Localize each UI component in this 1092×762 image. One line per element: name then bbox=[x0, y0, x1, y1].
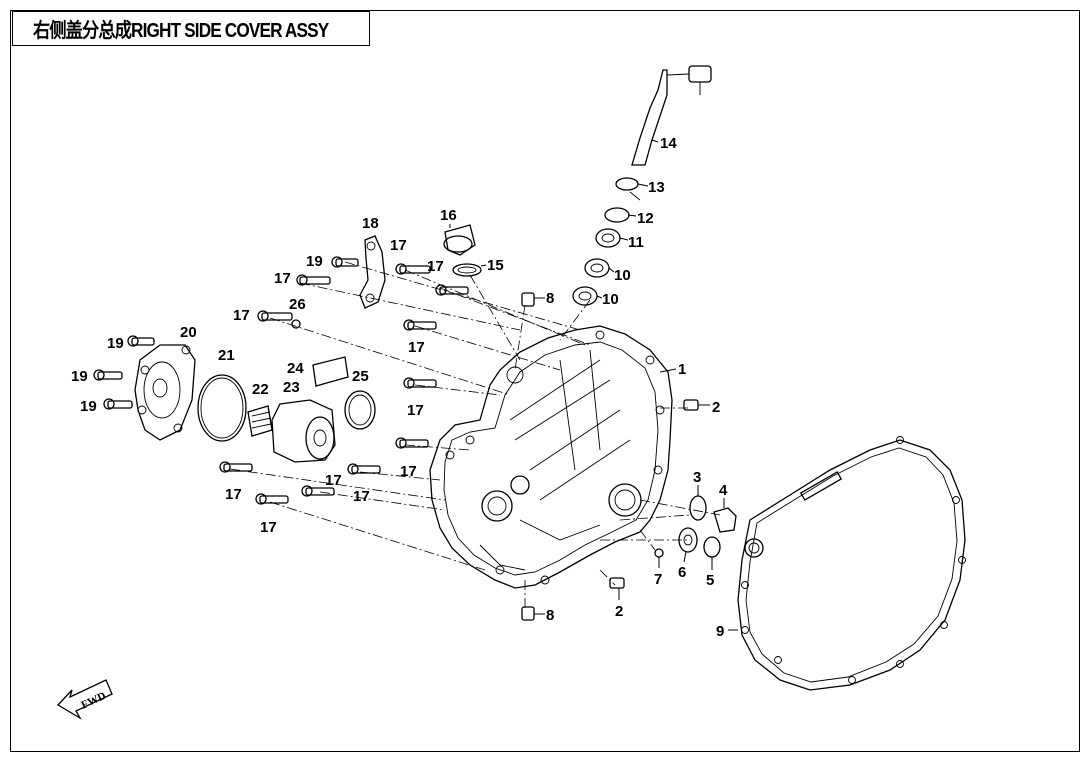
callout-5: 5 bbox=[706, 572, 714, 589]
callout-8b: 8 bbox=[546, 607, 554, 624]
title-box: 右侧盖分总成RIGHT SIDE COVER ASSY bbox=[12, 11, 370, 46]
callout-17a: 17 bbox=[274, 270, 291, 287]
callout-6: 6 bbox=[678, 564, 686, 581]
cover-gasket bbox=[737, 436, 966, 691]
leader-lines bbox=[449, 139, 738, 631]
alignment-lines bbox=[229, 261, 721, 610]
fwd-label: FWD bbox=[79, 690, 107, 712]
filter-spring bbox=[247, 405, 273, 437]
callout-19d: 19 bbox=[80, 398, 97, 415]
callout-25: 25 bbox=[352, 368, 369, 385]
callout-8a: 8 bbox=[546, 290, 554, 307]
mounting-bracket bbox=[359, 235, 386, 309]
callout-2b: 2 bbox=[615, 603, 623, 620]
callout-10b: 10 bbox=[602, 291, 619, 308]
callout-24: 24 bbox=[287, 360, 304, 377]
callout-12: 12 bbox=[637, 210, 654, 227]
callout-2a: 2 bbox=[712, 399, 720, 416]
right-side-cover bbox=[429, 325, 673, 589]
drawing-frame bbox=[10, 10, 1080, 752]
callout-1: 1 bbox=[678, 361, 686, 378]
callout-19b: 19 bbox=[107, 335, 124, 352]
callout-22: 22 bbox=[252, 381, 269, 398]
callout-17g: 17 bbox=[400, 463, 417, 480]
callout-15: 15 bbox=[487, 257, 504, 274]
callout-17d: 17 bbox=[233, 307, 250, 324]
callout-17c: 17 bbox=[427, 258, 444, 275]
warning-label bbox=[312, 356, 349, 387]
clutch-cover-cap bbox=[134, 344, 196, 441]
callout-4: 4 bbox=[719, 482, 728, 499]
diagram-title: 右侧盖分总成RIGHT SIDE COVER ASSY bbox=[33, 20, 329, 42]
callout-21: 21 bbox=[218, 347, 235, 364]
callout-19c: 19 bbox=[71, 368, 88, 385]
callout-17e: 17 bbox=[408, 339, 425, 356]
callout-17j: 17 bbox=[353, 488, 370, 505]
callout-23: 23 bbox=[283, 379, 300, 396]
callout-17f: 17 bbox=[407, 402, 424, 419]
callout-17h: 17 bbox=[225, 486, 242, 503]
filter-seal-inner bbox=[348, 394, 372, 426]
callout-18: 18 bbox=[362, 215, 379, 232]
callout-3: 3 bbox=[693, 469, 701, 486]
callout-10a: 10 bbox=[614, 267, 631, 284]
filter-seal bbox=[344, 390, 376, 430]
callout-19a: 19 bbox=[306, 253, 323, 270]
callout-16: 16 bbox=[440, 207, 457, 224]
large-o-ring-inner bbox=[200, 377, 244, 439]
fwd-arrow-icon: FWD bbox=[56, 679, 113, 720]
callout-17b: 17 bbox=[390, 237, 407, 254]
oil-filter bbox=[271, 399, 336, 463]
callout-14: 14 bbox=[660, 135, 677, 152]
callout-17i: 17 bbox=[325, 472, 342, 489]
large-o-ring bbox=[197, 374, 247, 442]
callout-9: 9 bbox=[716, 623, 724, 640]
callout-13: 13 bbox=[648, 179, 665, 196]
callout-7: 7 bbox=[654, 571, 662, 588]
callout-17k: 17 bbox=[260, 519, 277, 536]
callout-11: 11 bbox=[628, 234, 644, 251]
callout-26: 26 bbox=[289, 296, 306, 313]
callout-20: 20 bbox=[180, 324, 197, 341]
callout-labels: 1 2 2 3 4 5 6 7 8 8 9 10 10 11 12 13 14 … bbox=[71, 135, 728, 640]
oil-filler-cap bbox=[443, 224, 482, 277]
bolts bbox=[93, 256, 469, 505]
speed-sensor bbox=[631, 65, 712, 166]
